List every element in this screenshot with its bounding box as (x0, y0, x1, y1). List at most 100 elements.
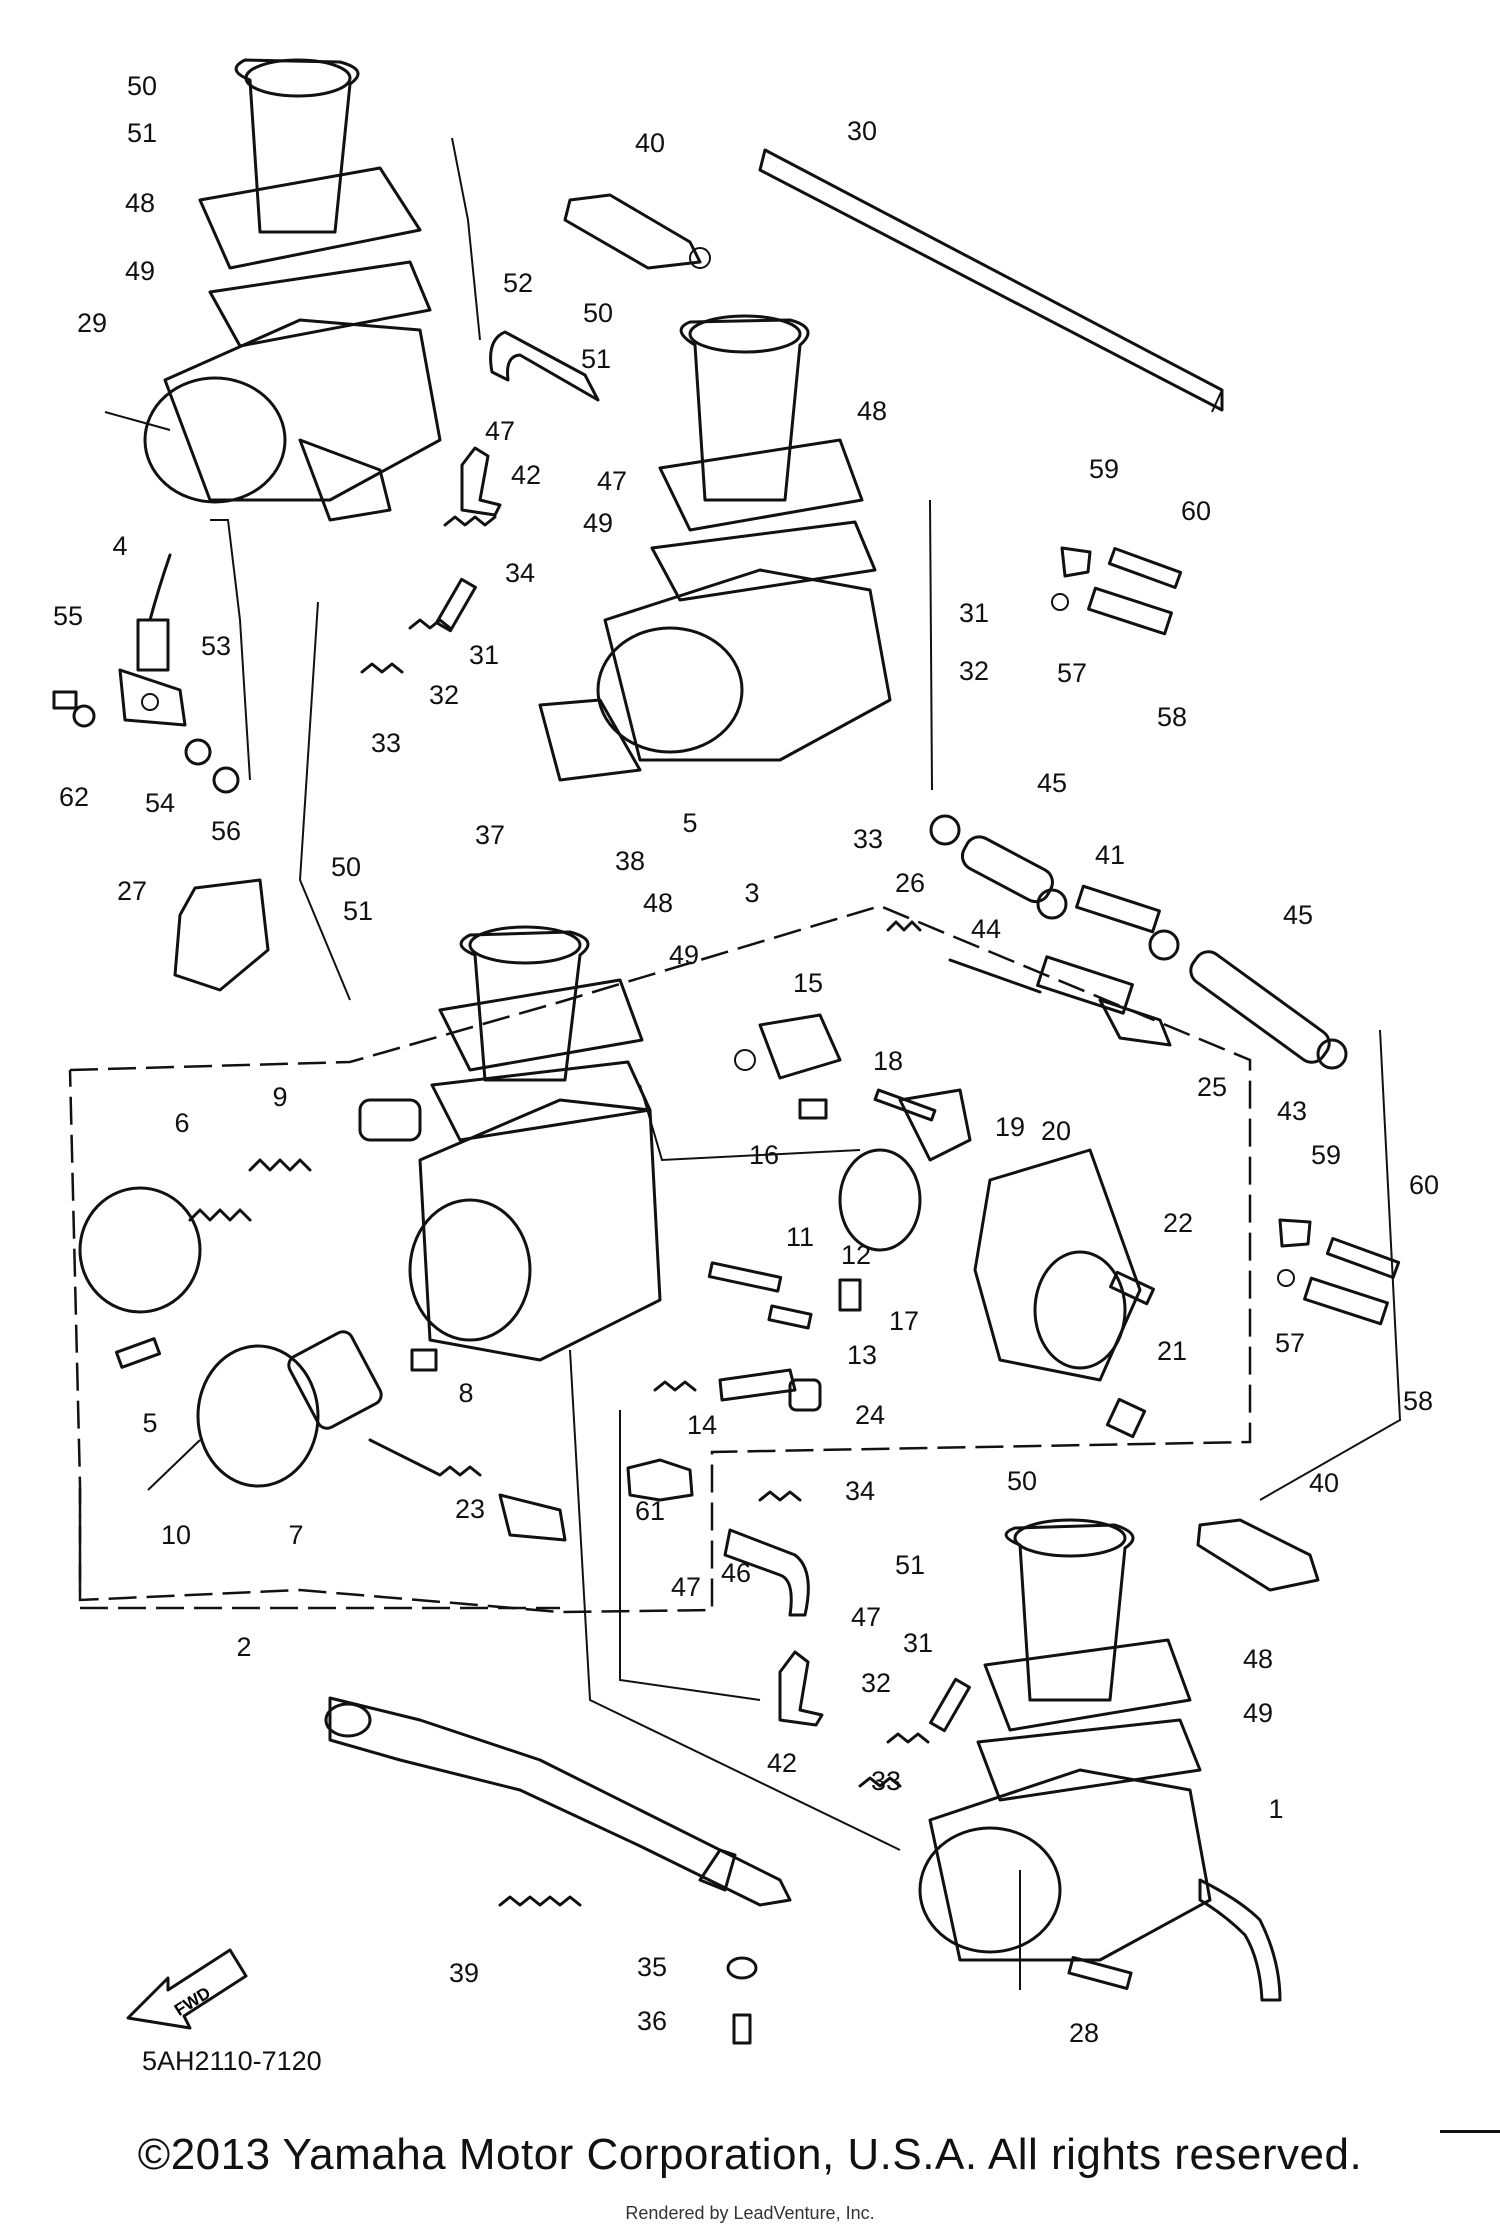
plug-24 (788, 1378, 822, 1412)
float-bowl-20 (973, 1148, 1142, 1382)
diagram-code: 5AH2110-7120 (142, 2046, 322, 2076)
vacuum-cover-6 (78, 1098, 422, 1314)
collar-35 (726, 1956, 758, 1980)
callout-26: 26 (895, 868, 925, 898)
spring-39 (498, 1895, 582, 1907)
screw-60-mid (1325, 1237, 1401, 1279)
rod-58-top (1087, 586, 1173, 636)
callout-57: 57 (1057, 658, 1087, 688)
callout-51: 51 (127, 118, 157, 148)
callout-32: 32 (861, 1668, 891, 1698)
callout-37: 37 (475, 820, 505, 850)
callout-58: 58 (1157, 702, 1187, 732)
fwd-label: FWD (171, 1983, 214, 2020)
callout-32: 32 (429, 680, 459, 710)
callout-48: 48 (643, 888, 673, 918)
callout-11: 11 (786, 1222, 814, 1252)
callout-60: 60 (1181, 496, 1211, 526)
callout-13: 13 (847, 1340, 877, 1370)
clamp-45-a (929, 814, 961, 846)
callout-58: 58 (1403, 1386, 1433, 1416)
callout-12: 12 (841, 1240, 871, 1270)
hose-46 (723, 1528, 810, 1617)
tee-fitting-61 (626, 1458, 694, 1502)
callout-30: 30 (847, 116, 877, 146)
callout-51: 51 (581, 344, 611, 374)
callout-14: 14 (687, 1410, 717, 1440)
callout-22: 22 (1163, 1208, 1193, 1238)
throttle-position-sensor (118, 553, 187, 727)
jet-11 (707, 1261, 783, 1293)
callout-34: 34 (505, 558, 535, 588)
callout-46: 46 (721, 1558, 751, 1588)
callout-8: 8 (458, 1378, 473, 1408)
callout-7: 7 (288, 1520, 303, 1550)
callout-45: 45 (1283, 900, 1313, 930)
callout-15: 15 (793, 968, 823, 998)
callout-33: 33 (871, 1766, 901, 1796)
callout-47: 47 (671, 1572, 701, 1602)
callout-24: 24 (855, 1400, 885, 1430)
callout-42: 42 (511, 460, 541, 490)
callout-9: 9 (272, 1082, 287, 1112)
screw-31-top (435, 577, 477, 633)
rendered-by-credit: Rendered by LeadVenture, Inc. (625, 2203, 875, 2223)
corner-rule (1440, 2130, 1500, 2133)
callout-40: 40 (1309, 1468, 1339, 1498)
screw-21 (1105, 1397, 1147, 1439)
lever-59-top (1060, 546, 1092, 578)
callout-21: 21 (1157, 1336, 1187, 1366)
callout-27: 27 (117, 876, 147, 906)
clamp-45-d (1316, 1038, 1348, 1070)
o-ring-15 (734, 1049, 756, 1071)
callout-29: 29 (77, 308, 107, 338)
washer-62 (72, 704, 96, 728)
spring-34-top (443, 515, 497, 527)
jet-12 (838, 1278, 862, 1312)
callout-23: 23 (455, 1494, 485, 1524)
callout-45: 45 (1037, 768, 1067, 798)
screw-16 (798, 1098, 828, 1120)
tee-fitting-42-lower (778, 1650, 824, 1727)
callout-56: 56 (211, 816, 241, 846)
cap-56 (212, 766, 240, 794)
joint-pipe-40-top (563, 193, 711, 270)
fitting-41 (1075, 884, 1161, 934)
callout-51: 51 (343, 896, 373, 926)
copyright-notice: ©2013 Yamaha Motor Corporation, U.S.A. A… (137, 2130, 1363, 2179)
callout-25: 25 (1197, 1072, 1227, 1102)
callout-47: 47 (485, 416, 515, 446)
needle-jet-23 (368, 1438, 567, 1542)
o-ring-57-top (1051, 593, 1069, 611)
callout-31: 31 (469, 640, 499, 670)
callout-28: 28 (1069, 2018, 1099, 2048)
lower-link-plate (324, 1696, 792, 1907)
screw-60-top (1107, 547, 1183, 589)
jet-13 (767, 1304, 813, 1330)
callout-52: 52 (503, 268, 533, 298)
callout-43: 43 (1277, 1096, 1307, 1126)
callout-35: 35 (637, 1952, 667, 1982)
callout-33: 33 (853, 824, 883, 854)
callout-50: 50 (331, 852, 361, 882)
lever-59-mid (1278, 1218, 1312, 1248)
clamp-45-b (1036, 888, 1068, 920)
hose-43 (1189, 950, 1331, 1064)
callout-54: 54 (145, 788, 175, 818)
spring-32-top (408, 618, 452, 630)
screw-22 (1108, 1270, 1156, 1306)
spring-33-top (360, 662, 404, 674)
callout-34: 34 (845, 1476, 875, 1506)
screw-55 (52, 690, 78, 710)
hose-52 (489, 330, 600, 402)
callout-44: 44 (971, 914, 1001, 944)
screw-8 (410, 1348, 438, 1372)
screw-31-lower (929, 1677, 971, 1733)
callout-40: 40 (635, 128, 665, 158)
callout-49: 49 (669, 940, 699, 970)
o-ring-57-mid (1277, 1269, 1295, 1287)
screw-36 (732, 2013, 752, 2045)
needle-valve-15 (758, 1013, 842, 1080)
spring-33-lower (858, 1776, 902, 1788)
